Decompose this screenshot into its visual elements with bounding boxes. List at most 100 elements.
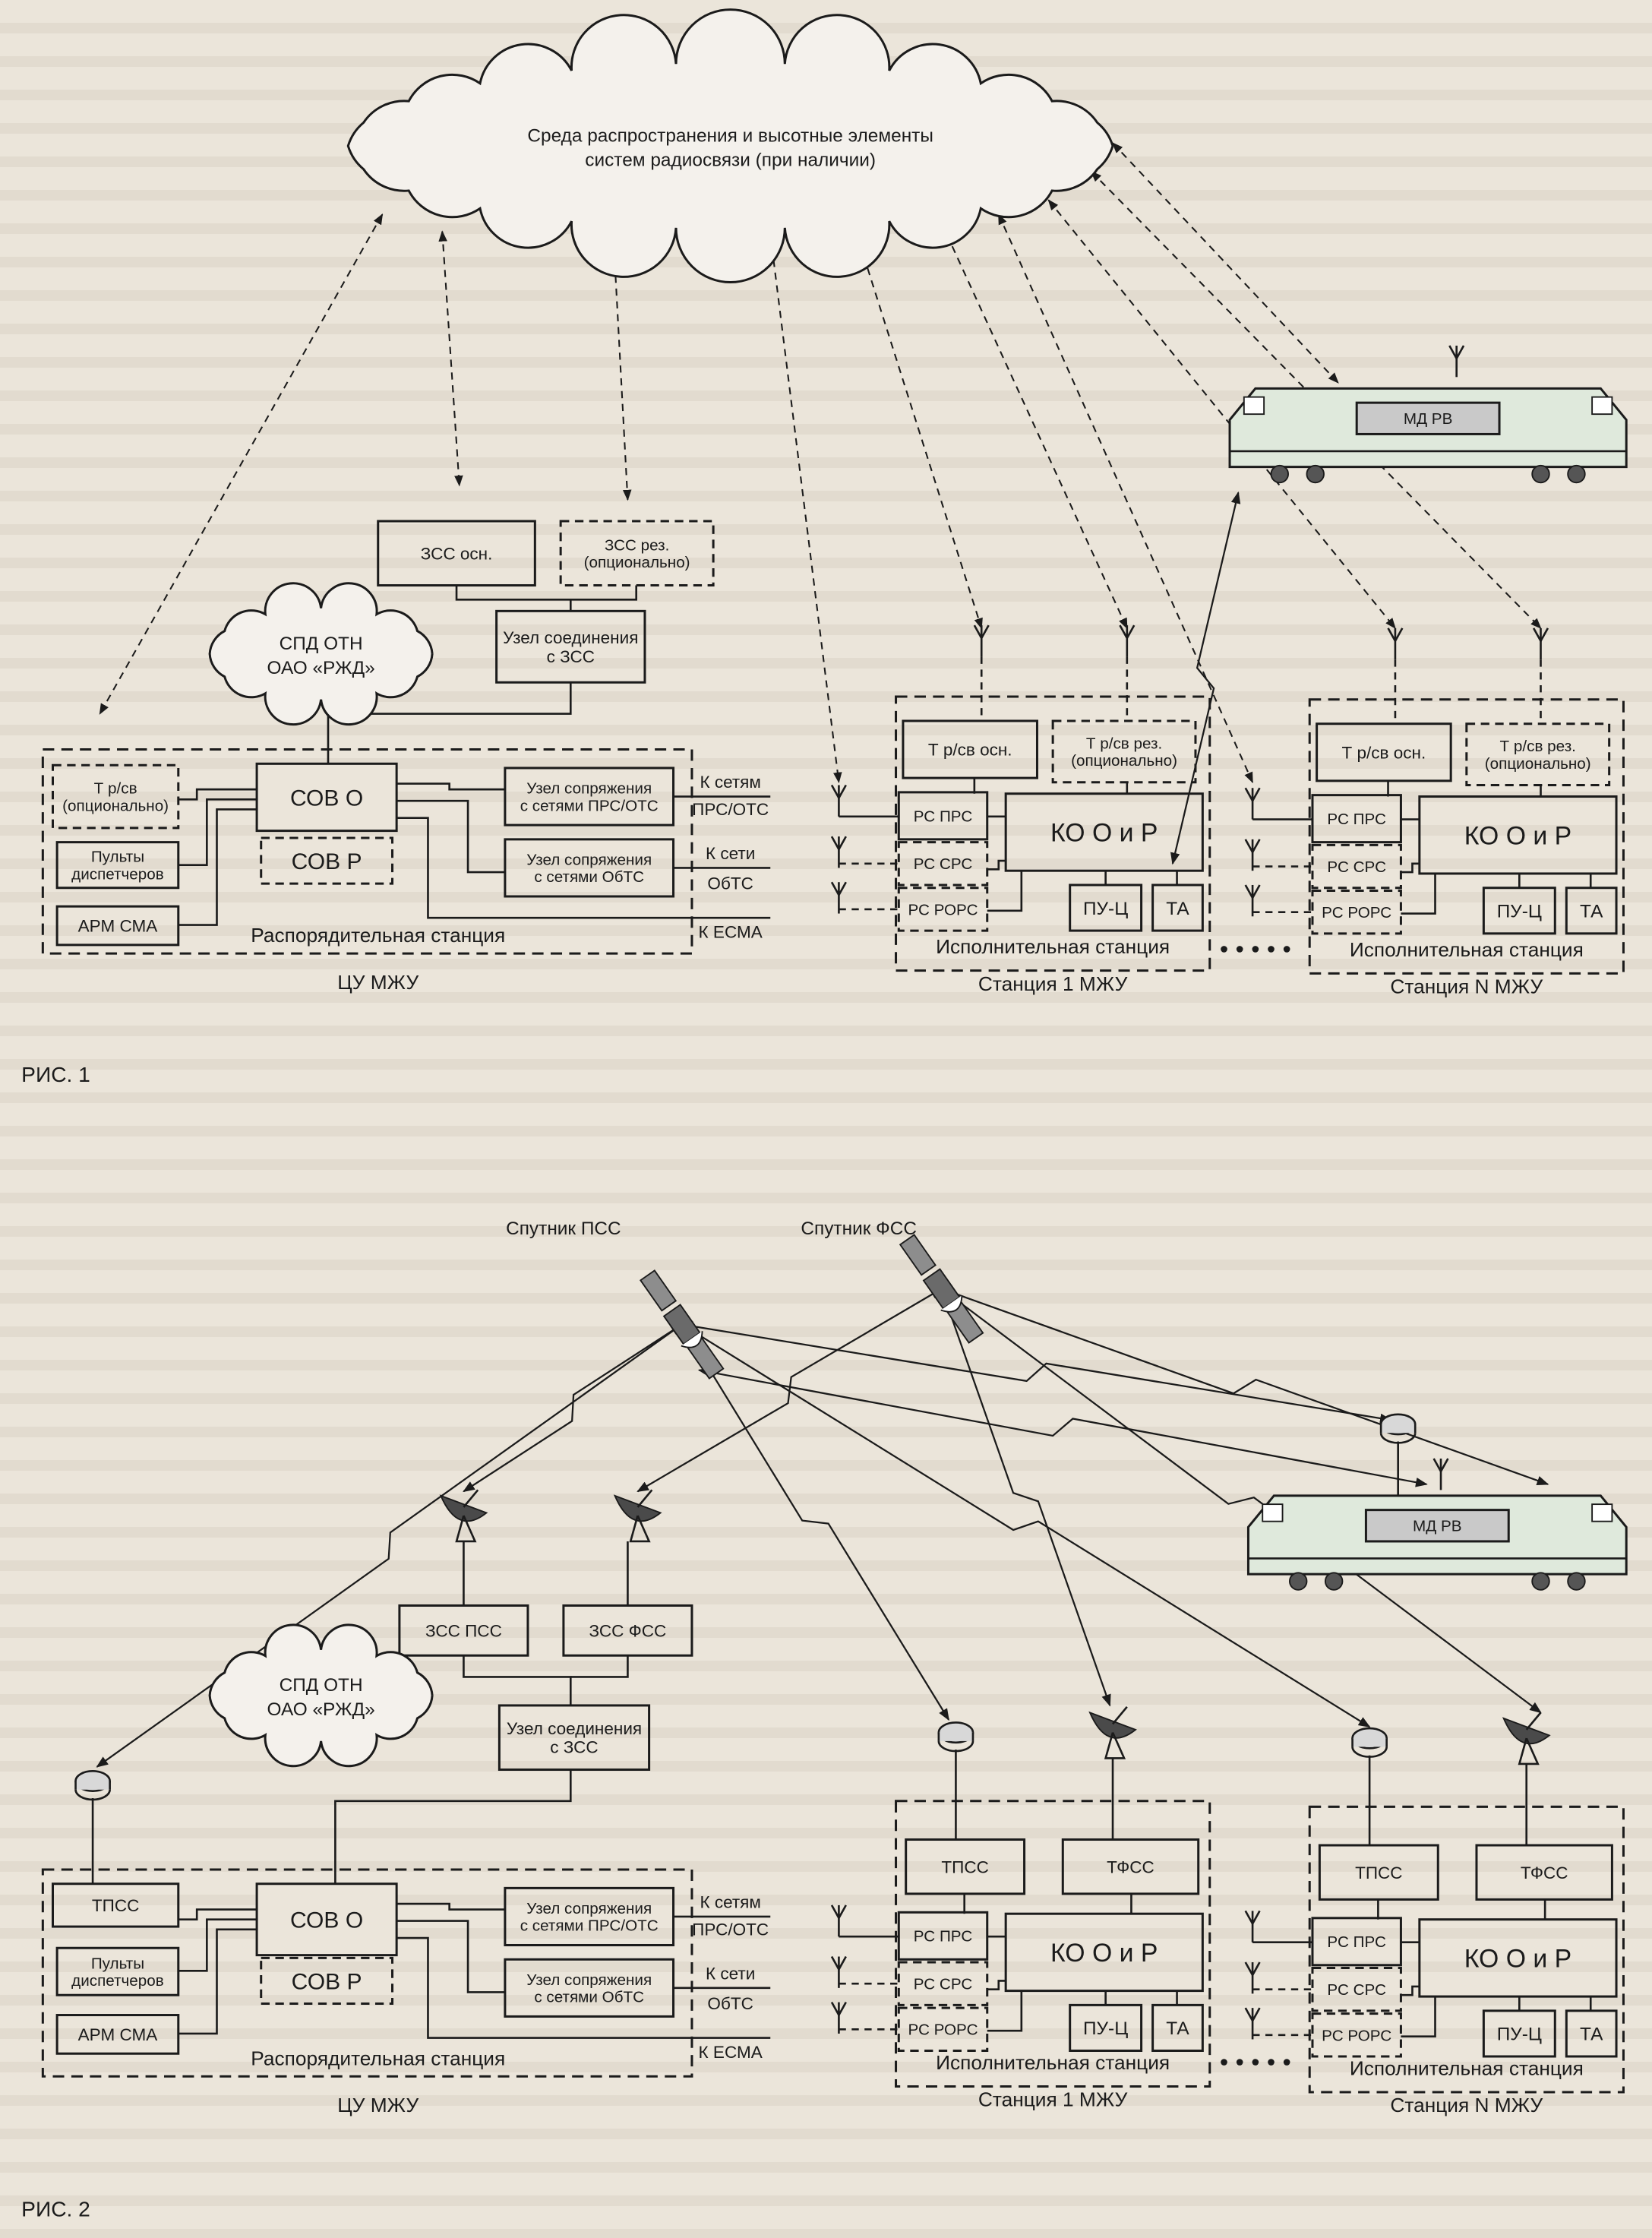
ext-prs-label: К сетям bbox=[700, 773, 760, 792]
ellipsis-dot bbox=[1268, 946, 1275, 953]
rs-prs-box-text: РС ПРС bbox=[1327, 1933, 1386, 1951]
wire bbox=[570, 1655, 629, 1678]
train-radio-box: МД РВ bbox=[1364, 1509, 1510, 1543]
center-disc-antenna-icon bbox=[74, 1770, 111, 1801]
tpss-box-text: ТПСС bbox=[92, 1896, 139, 1915]
tfss-box-text: ТФСС bbox=[1107, 1857, 1155, 1876]
radio-link-arrow bbox=[681, 1323, 949, 1721]
dispatch-boundary bbox=[41, 748, 693, 955]
wire bbox=[987, 1980, 1006, 1991]
spd-cloud-2-line2: ОАО «РЖД» bbox=[267, 1699, 375, 1720]
antenna-icon bbox=[830, 1955, 847, 1988]
figure-caption-2: РИС. 2 bbox=[21, 2196, 90, 2221]
arm-sma-box-frame bbox=[55, 2014, 180, 2055]
ellipsis-dot bbox=[1268, 2059, 1275, 2066]
spd-cloud-2-shape bbox=[208, 1623, 434, 1768]
dish-zss-fss-icon bbox=[613, 1489, 662, 1543]
radio-link-dashed bbox=[99, 213, 384, 715]
tpss-box-frame bbox=[51, 1882, 180, 1928]
wire bbox=[987, 871, 1023, 912]
arm-sma-box: АРМ СМА bbox=[55, 2014, 180, 2055]
rs-srs-box-text: РС СРС bbox=[914, 1976, 973, 1993]
rs-srs-box-text: РС СРС bbox=[1327, 858, 1386, 876]
rs-rors-box-text: РС РОРС bbox=[1322, 904, 1391, 921]
antenna-icon bbox=[1244, 839, 1261, 871]
rs-srs-box: РС СРС bbox=[1311, 1967, 1402, 2012]
spd-cloud-line1: СПД ОТН bbox=[280, 634, 363, 654]
antenna-head bbox=[1244, 839, 1261, 855]
iface-obts-box-text: Узел сопряжения bbox=[526, 852, 652, 869]
rs-srs-box-frame bbox=[897, 1961, 989, 2006]
dispatch-label: Распорядительная станция bbox=[251, 2047, 505, 2069]
tr-main-box: Т р/св осн. bbox=[902, 719, 1038, 779]
pu-box-text: ПУ-Ц bbox=[1083, 2018, 1128, 2039]
tpss-box: ТПСС bbox=[1318, 1844, 1439, 1901]
dish-feed bbox=[1112, 1705, 1128, 1725]
iface-prs-box-text: Узел сопряжения bbox=[526, 780, 652, 798]
ellipsis-dot bbox=[1252, 2059, 1259, 2066]
arm-sma-box-text: АРМ СМА bbox=[78, 2025, 158, 2044]
train-radio-link bbox=[1170, 491, 1241, 865]
pu-box: ПУ-Ц bbox=[1482, 887, 1556, 935]
antenna-icon bbox=[1244, 1961, 1261, 1994]
antenna-head bbox=[830, 836, 847, 852]
tpss-box-text: ТПСС bbox=[941, 1857, 988, 1876]
iface-prs-box-text: с сетями ПРС/ОТС bbox=[520, 797, 659, 814]
antenna-icon bbox=[1532, 627, 1549, 660]
antenna-icon bbox=[1244, 884, 1261, 917]
train-fig2: МД РВ bbox=[1246, 1494, 1628, 1591]
radio-link-dashed bbox=[438, 230, 463, 487]
satellite-fss-icon bbox=[899, 1234, 984, 1344]
antenna-icon bbox=[830, 2001, 847, 2034]
sov-r-box-frame bbox=[260, 836, 394, 885]
iface-obts-box-text: с сетями ОбТС bbox=[534, 868, 644, 886]
ellipsis-dot bbox=[1221, 946, 1227, 953]
zss-node-box-2-text: с ЗСС bbox=[550, 1738, 598, 1757]
zss-res-box: ЗСС рез.(опционально) bbox=[559, 520, 715, 587]
tr-res-box-text: (опционально) bbox=[1485, 755, 1591, 773]
rs-srs-box-frame bbox=[897, 841, 989, 887]
train-radio-box-text: МД РВ bbox=[1404, 410, 1453, 428]
dish-stand bbox=[1518, 1737, 1540, 1765]
wire bbox=[1401, 1996, 1436, 2038]
zss-fss-box-text: ЗСС ФСС bbox=[589, 1621, 667, 1640]
station-dish-antenna-icon bbox=[1502, 1712, 1551, 1765]
radio-link-arrow bbox=[940, 1288, 1549, 1485]
station-disc-antenna-icon bbox=[937, 1721, 974, 1753]
antenna-icon bbox=[830, 881, 847, 914]
ext-prs-label: К сетям bbox=[700, 1893, 760, 1912]
wire bbox=[570, 585, 638, 601]
rs-rors-box-frame bbox=[1311, 2012, 1402, 2058]
sov-o-box-frame bbox=[255, 1882, 398, 1957]
rs-prs-box: РС ПРС bbox=[1311, 1917, 1402, 1967]
station-disc-antenna-icon bbox=[1351, 1727, 1388, 1758]
antenna-head bbox=[1532, 627, 1549, 643]
ext-obts-label: ОбТС bbox=[707, 1994, 753, 2013]
wire bbox=[987, 859, 1006, 871]
station-name-label: Станция N МЖУ bbox=[1390, 2094, 1543, 2116]
propagation-cloud-line1: Среда распространения и высотные элемент… bbox=[527, 125, 933, 146]
rs-rors-box-text: РС РОРС bbox=[1322, 2027, 1391, 2044]
ko-box-frame bbox=[1418, 795, 1618, 875]
sat-pss-label: Спутник ПСС bbox=[506, 1219, 621, 1239]
wire bbox=[178, 798, 257, 866]
dish-stand bbox=[629, 1515, 651, 1543]
ext-esma-label: К ЕСМА bbox=[699, 922, 763, 941]
ko-box-text: КО О и Р bbox=[1464, 1945, 1571, 1974]
dispatcher-consoles-box-frame bbox=[55, 1946, 180, 1996]
antenna-icon bbox=[1244, 2007, 1261, 2040]
rs-prs-box-text: РС ПРС bbox=[914, 1928, 973, 1946]
ta-box-text: ТА bbox=[1580, 902, 1603, 922]
rs-srs-box-text: РС СРС bbox=[914, 855, 973, 873]
wire bbox=[327, 682, 572, 764]
tfss-box-text: ТФСС bbox=[1521, 1863, 1568, 1882]
tr-main-box-text: Т р/св осн. bbox=[928, 741, 1012, 760]
antenna-icon bbox=[973, 624, 990, 657]
